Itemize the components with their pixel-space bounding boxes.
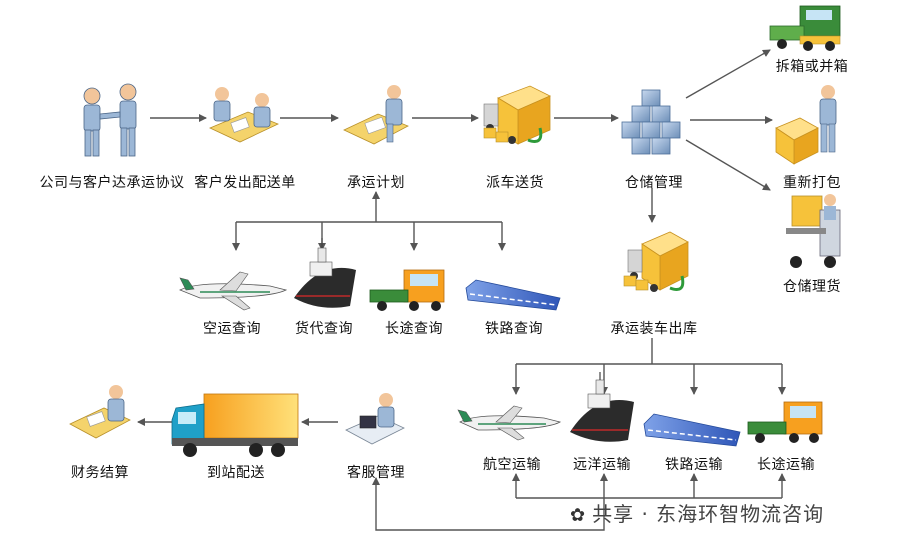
long-transport-truck-icon <box>747 401 823 443</box>
rail-transport-label: 铁路运输 <box>665 457 723 473</box>
delivery-truck-icon <box>171 393 299 457</box>
ocean-transport-ship-icon <box>570 372 634 442</box>
rail-query-train-icon <box>465 279 561 311</box>
delivery-label: 到站配送 <box>207 465 265 481</box>
dispatch-truck-icon <box>483 85 551 145</box>
repack-label: 重新打包 <box>783 175 841 191</box>
watermark-text: 共享 · 东海环智物流咨询 <box>592 502 825 526</box>
long-query-label: 长途查询 <box>385 321 443 337</box>
warehouse-boxes-icon <box>621 89 681 155</box>
customer-service-icon <box>345 393 405 445</box>
order-label: 客户发出配送单 <box>194 175 296 191</box>
forklift-icon <box>786 194 841 268</box>
freight-query-ship-icon <box>294 238 356 308</box>
warehouse-label: 仓储管理 <box>625 175 683 191</box>
rail-transport-train-icon <box>643 413 741 447</box>
air-transport-label: 航空运输 <box>483 457 541 473</box>
air-query-plane-icon <box>179 271 288 311</box>
planning-desk-icon <box>343 85 409 145</box>
connectors <box>137 49 786 531</box>
rail-query-label: 铁路查询 <box>485 321 543 337</box>
finance-label: 财务结算 <box>71 465 129 481</box>
plan-label: 承运计划 <box>347 175 405 191</box>
container-truck-icon <box>769 5 841 51</box>
air-query-label: 空运查询 <box>203 321 261 337</box>
repack-person-icon <box>775 85 837 165</box>
handshake-icon <box>83 83 137 157</box>
long-transport-label: 长途运输 <box>757 457 815 473</box>
warehouse-sort-label: 仓储理货 <box>783 279 841 295</box>
long-query-truck-icon <box>369 269 445 311</box>
agreement-label: 公司与客户达承运协议 <box>39 175 185 191</box>
dispatch-label: 派车送货 <box>486 175 544 191</box>
order-desk-icon <box>209 87 279 143</box>
air-transport-plane-icon <box>457 405 562 441</box>
freight-query-label: 货代查询 <box>295 321 353 337</box>
watermark: ✿共享 · 东海环智物流咨询 <box>570 498 824 527</box>
customer-service-label: 客服管理 <box>347 465 405 481</box>
split-merge-label: 拆箱或并箱 <box>775 59 849 75</box>
finance-desk-icon <box>69 385 131 439</box>
ocean-transport-label: 远洋运输 <box>573 457 631 473</box>
wechat-icon: ✿ <box>570 505 587 526</box>
loadout-truck-icon <box>623 231 689 292</box>
load-out-label: 承运装车出库 <box>610 321 698 337</box>
